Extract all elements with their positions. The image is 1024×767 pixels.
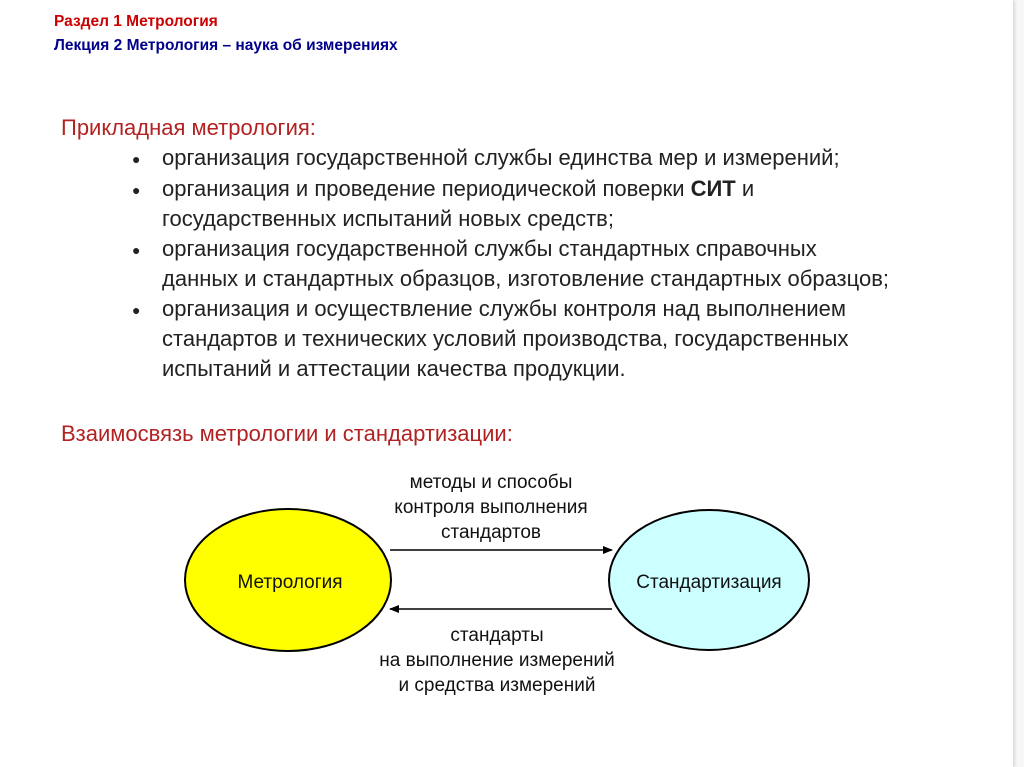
metrology-label: Метрология bbox=[237, 572, 342, 593]
lecture-header: Лекция 2 Метрология – наука об измерения… bbox=[54, 37, 398, 54]
bottom-arrow-label-line: стандарты bbox=[450, 625, 543, 646]
bullet-icon: ● bbox=[132, 182, 141, 198]
bullet-icon: ● bbox=[132, 242, 141, 258]
sit-abbreviation: СИТ bbox=[690, 176, 736, 201]
bullet-text-line: организация государственной службы станд… bbox=[162, 236, 817, 261]
bullet-text-line: испытаний и аттестации качества продукци… bbox=[162, 356, 626, 381]
applied-metrology-title: Прикладная метрология: bbox=[61, 115, 316, 140]
bottom-arrow-label-line: и средства измерений bbox=[399, 675, 596, 696]
bullet-text-line: государственных испытаний новых средств; bbox=[162, 206, 614, 231]
top-arrow-label-line: стандартов bbox=[441, 522, 541, 543]
bullet-icon: ● bbox=[132, 302, 141, 318]
standardization-label: Стандартизация bbox=[636, 572, 781, 593]
bullet-text-line: организация государственной службы единс… bbox=[162, 145, 840, 170]
bullet-text-line: организация и проведение периодической п… bbox=[162, 176, 755, 201]
top-arrow-label-line: методы и способы bbox=[410, 472, 573, 493]
metrology-node bbox=[184, 508, 392, 652]
bullet-icon: ● bbox=[132, 151, 141, 167]
section-header: Раздел 1 Метрология bbox=[54, 13, 218, 30]
bullet-text-line: данных и стандартных образцов, изготовле… bbox=[162, 266, 890, 291]
standardization-node bbox=[608, 509, 810, 651]
bottom-arrow-label-line: на выполнение измерений bbox=[379, 650, 614, 671]
relation-title: Взаимосвязь метрологии и стандартизации: bbox=[61, 421, 513, 446]
top-arrow-label-line: контроля выполнения bbox=[394, 497, 587, 518]
bullet-text-line: стандартов и технических условий произво… bbox=[162, 326, 849, 351]
bullet-text-line: организация и осуществление службы контр… bbox=[162, 296, 847, 321]
